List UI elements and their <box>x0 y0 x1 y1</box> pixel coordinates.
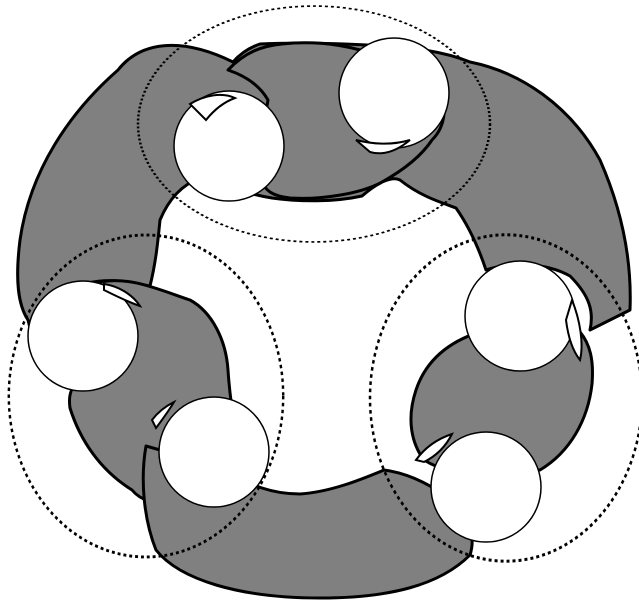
node-bottom-right <box>431 432 541 542</box>
node-right <box>465 261 575 371</box>
node-top-left <box>174 91 284 201</box>
node-bottom-left <box>159 397 269 507</box>
node-top-right <box>339 38 449 148</box>
